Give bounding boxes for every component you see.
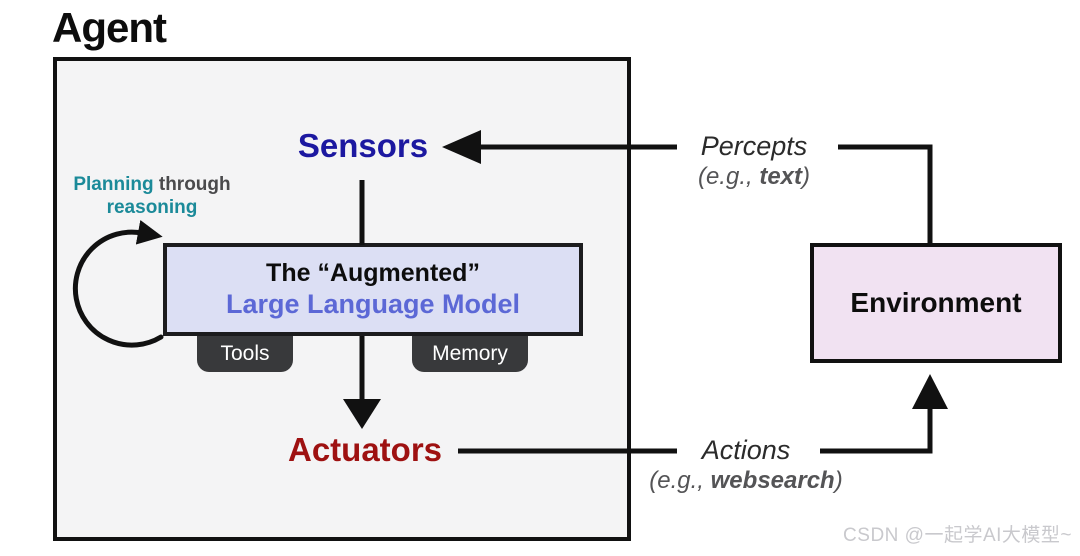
memory-tab: Memory [412,336,528,372]
actions-title: Actions [701,435,791,465]
watermark: CSDN @一起学AI大模型~ [843,525,1072,546]
planning-label: Planning through reasoning [60,174,244,220]
actuators-label: Actuators [287,431,443,468]
environment-box: Environment [810,243,1062,363]
augmented-llm-box: The “Augmented” Large Language Model [163,243,583,336]
actions-label: Actions (e.g., websearch) [621,434,871,496]
up-arrowhead-icon [912,374,948,409]
agent-title: Agent [52,4,167,51]
actions-example-emphasis: websearch [710,467,835,495]
actions-example: (e.g., websearch) [621,466,871,496]
percepts-example-prefix: (e.g., [697,163,760,191]
llm-title-line2: Large Language Model [225,289,521,320]
percepts-example: (e.g., text) [654,162,854,192]
percepts-label: Percepts (e.g., text) [654,130,854,192]
llm-title-line1: The “Augmented” [266,259,480,288]
planning-word-through: through [158,174,231,195]
actions-example-suffix: ) [834,467,843,495]
planning-word-planning: Planning [73,174,154,195]
environment-label: Environment [850,287,1022,318]
actions-example-prefix: (e.g., [649,467,711,495]
planning-word-reasoning: reasoning [106,196,198,218]
percepts-example-suffix: ) [802,163,811,191]
percepts-example-emphasis: text [759,163,803,191]
sensors-label: Sensors [297,127,429,164]
percepts-title: Percepts [700,131,808,161]
tools-tab: Tools [197,336,293,372]
